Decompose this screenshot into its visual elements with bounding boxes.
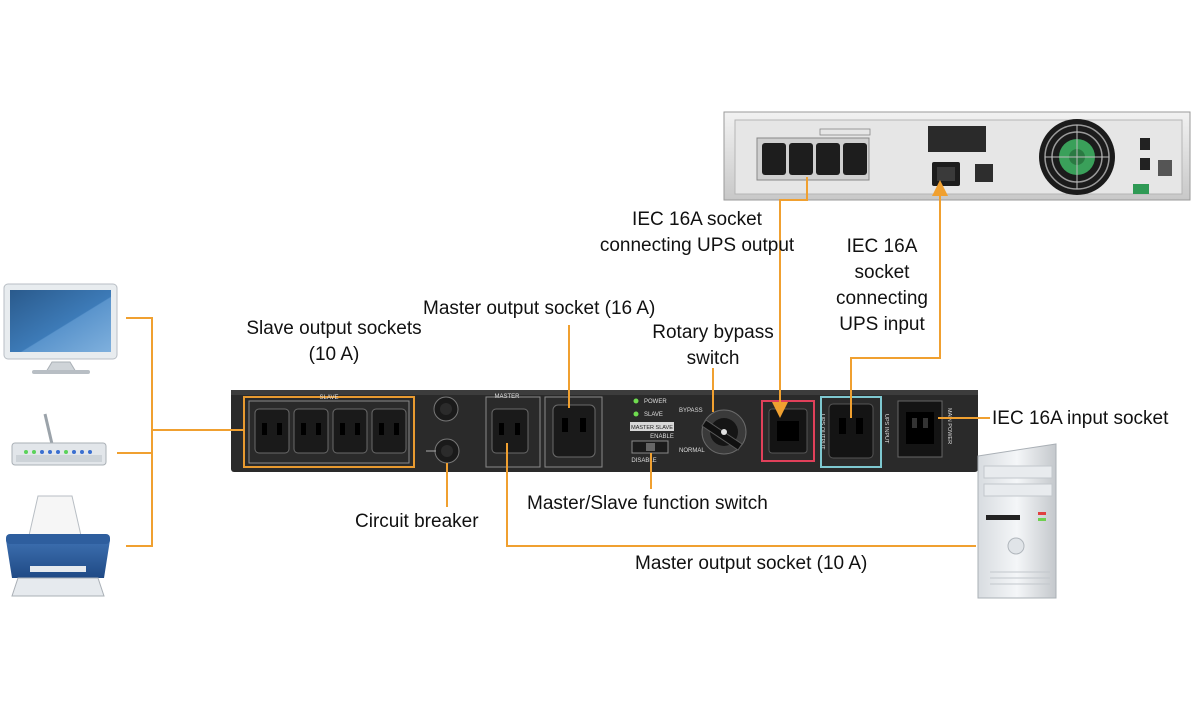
bypass-label: BYPASS: [679, 408, 703, 414]
callout-rotary-bypass-switch: Rotary bypass switch: [652, 322, 774, 369]
master-socket-16a: [552, 404, 596, 458]
ups-output-socket: [768, 408, 808, 454]
callout-master-output-10a: Master output socket (10 A): [635, 553, 868, 574]
slave-sockets: [254, 408, 407, 454]
ups-breaker: [975, 164, 993, 182]
callout-iec-socket-ups-output: IEC 16A socket connecting UPS output: [599, 209, 795, 256]
rotary-bypass[interactable]: BYPASS NORMAL: [679, 408, 747, 455]
callout-circuit-breaker: Circuit breaker: [355, 511, 479, 532]
slave-led-label: SLAVE: [644, 412, 663, 418]
router-icon: [11, 413, 107, 466]
master-slave-plate: [630, 422, 674, 431]
enable-label: ENABLE: [650, 434, 674, 440]
master-label: MASTER: [494, 394, 520, 400]
ups-usb-port: [1140, 138, 1150, 150]
normal-label: NORMAL: [679, 448, 705, 454]
ups-fan: [1039, 119, 1115, 195]
ups-output-arrow-line: [772, 177, 808, 418]
slave-socket: [293, 408, 329, 454]
slave-socket: [254, 408, 290, 454]
ups-output-socket: [843, 143, 867, 175]
ups-network-port: [1140, 158, 1150, 170]
control-block: POWER SLAVE MASTER SLAVE ENABLE DISABLE: [630, 398, 674, 464]
callout-slave-output-sockets: Slave output sockets (10 A): [246, 318, 422, 365]
ups-output-socket: [762, 143, 786, 175]
callout-master-slave-switch: Master/Slave function switch: [527, 493, 768, 514]
breakers: [426, 396, 460, 464]
slave-socket: [371, 408, 407, 454]
ups-output-sockets: [756, 128, 871, 181]
connector-lines: [117, 177, 990, 547]
master-group-frame: [485, 396, 541, 468]
ups-epo-terminal: [1133, 184, 1149, 194]
master-10a-leader: [506, 443, 976, 547]
monitor-icon: [3, 283, 118, 374]
callout-iec-socket-ups-input: IEC 16A socket connecting UPS input: [836, 236, 928, 335]
slave-socket: [332, 408, 368, 454]
callout-master-output-16a: Master output socket (16 A): [423, 298, 656, 319]
callout-iec-input-socket: IEC 16A input socket: [992, 408, 1169, 429]
master-slave-label: MASTER SLAVE: [631, 425, 673, 431]
power-led: [633, 398, 639, 404]
ups-output-socket: [789, 143, 813, 175]
ups-output-frame: [761, 400, 815, 462]
power-label: POWER: [644, 399, 667, 405]
main-power-inlet: [897, 400, 943, 458]
disable-label: DISABLE: [631, 458, 656, 464]
ups-input-label: UPS INPUT: [883, 414, 889, 444]
main-power-label: MAIN POWER: [946, 408, 952, 444]
ups-unit: [723, 111, 1191, 201]
slave-label: SLAVE: [320, 395, 339, 401]
ups-intelligent-slot: [928, 126, 986, 152]
master-socket-10a: [491, 408, 529, 454]
printer-icon: [6, 495, 110, 597]
pdu-panel: SLAVE MASTER POWER SLAVE: [231, 390, 978, 472]
slave-led: [633, 411, 639, 417]
ups-input-arrow-line: [850, 180, 948, 418]
ups-rs232-port: [1158, 160, 1172, 176]
ups-output-socket: [816, 143, 840, 175]
device-bus-line: [126, 317, 153, 547]
desktop-tower-icon: [977, 443, 1057, 599]
slave-group-frame: [243, 396, 415, 468]
